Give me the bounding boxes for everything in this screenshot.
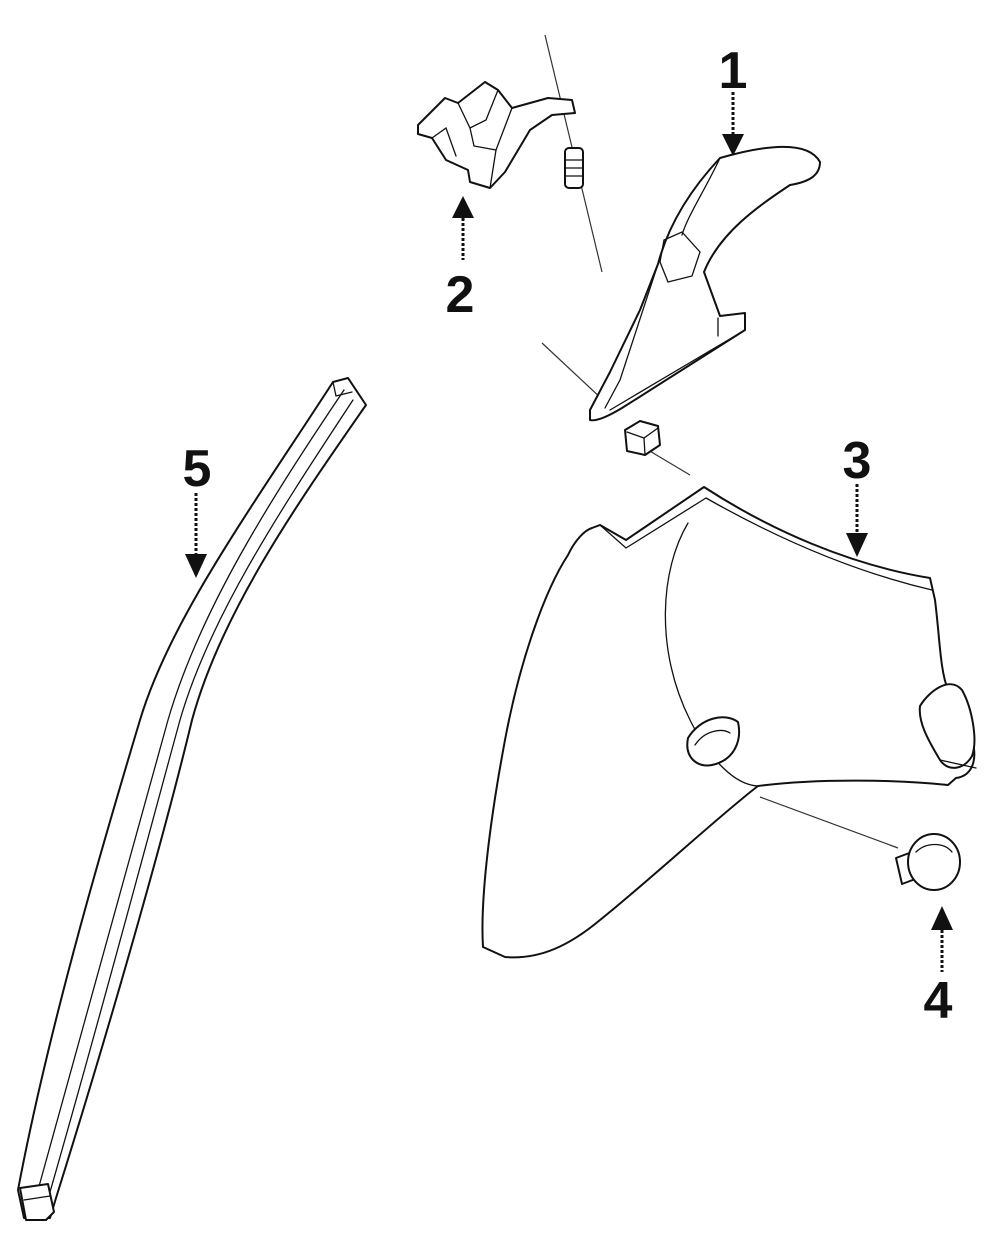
callout-arrows bbox=[185, 92, 953, 972]
clip-block bbox=[624, 420, 661, 456]
callout-labels: 1 2 3 4 5 bbox=[183, 42, 953, 1030]
part-1-upper-trim bbox=[589, 145, 821, 422]
part-3-quarter-trim bbox=[481, 486, 977, 959]
callout-3: 3 bbox=[843, 432, 872, 490]
part-5-weatherstrip bbox=[17, 377, 367, 1221]
callout-4: 4 bbox=[924, 972, 953, 1030]
callout-5: 5 bbox=[183, 440, 212, 498]
bolt bbox=[564, 147, 584, 189]
callout-1: 1 bbox=[719, 42, 748, 100]
part-4-push-pin bbox=[895, 833, 961, 891]
part-2-bracket bbox=[417, 81, 576, 189]
callout-2: 2 bbox=[446, 266, 475, 324]
